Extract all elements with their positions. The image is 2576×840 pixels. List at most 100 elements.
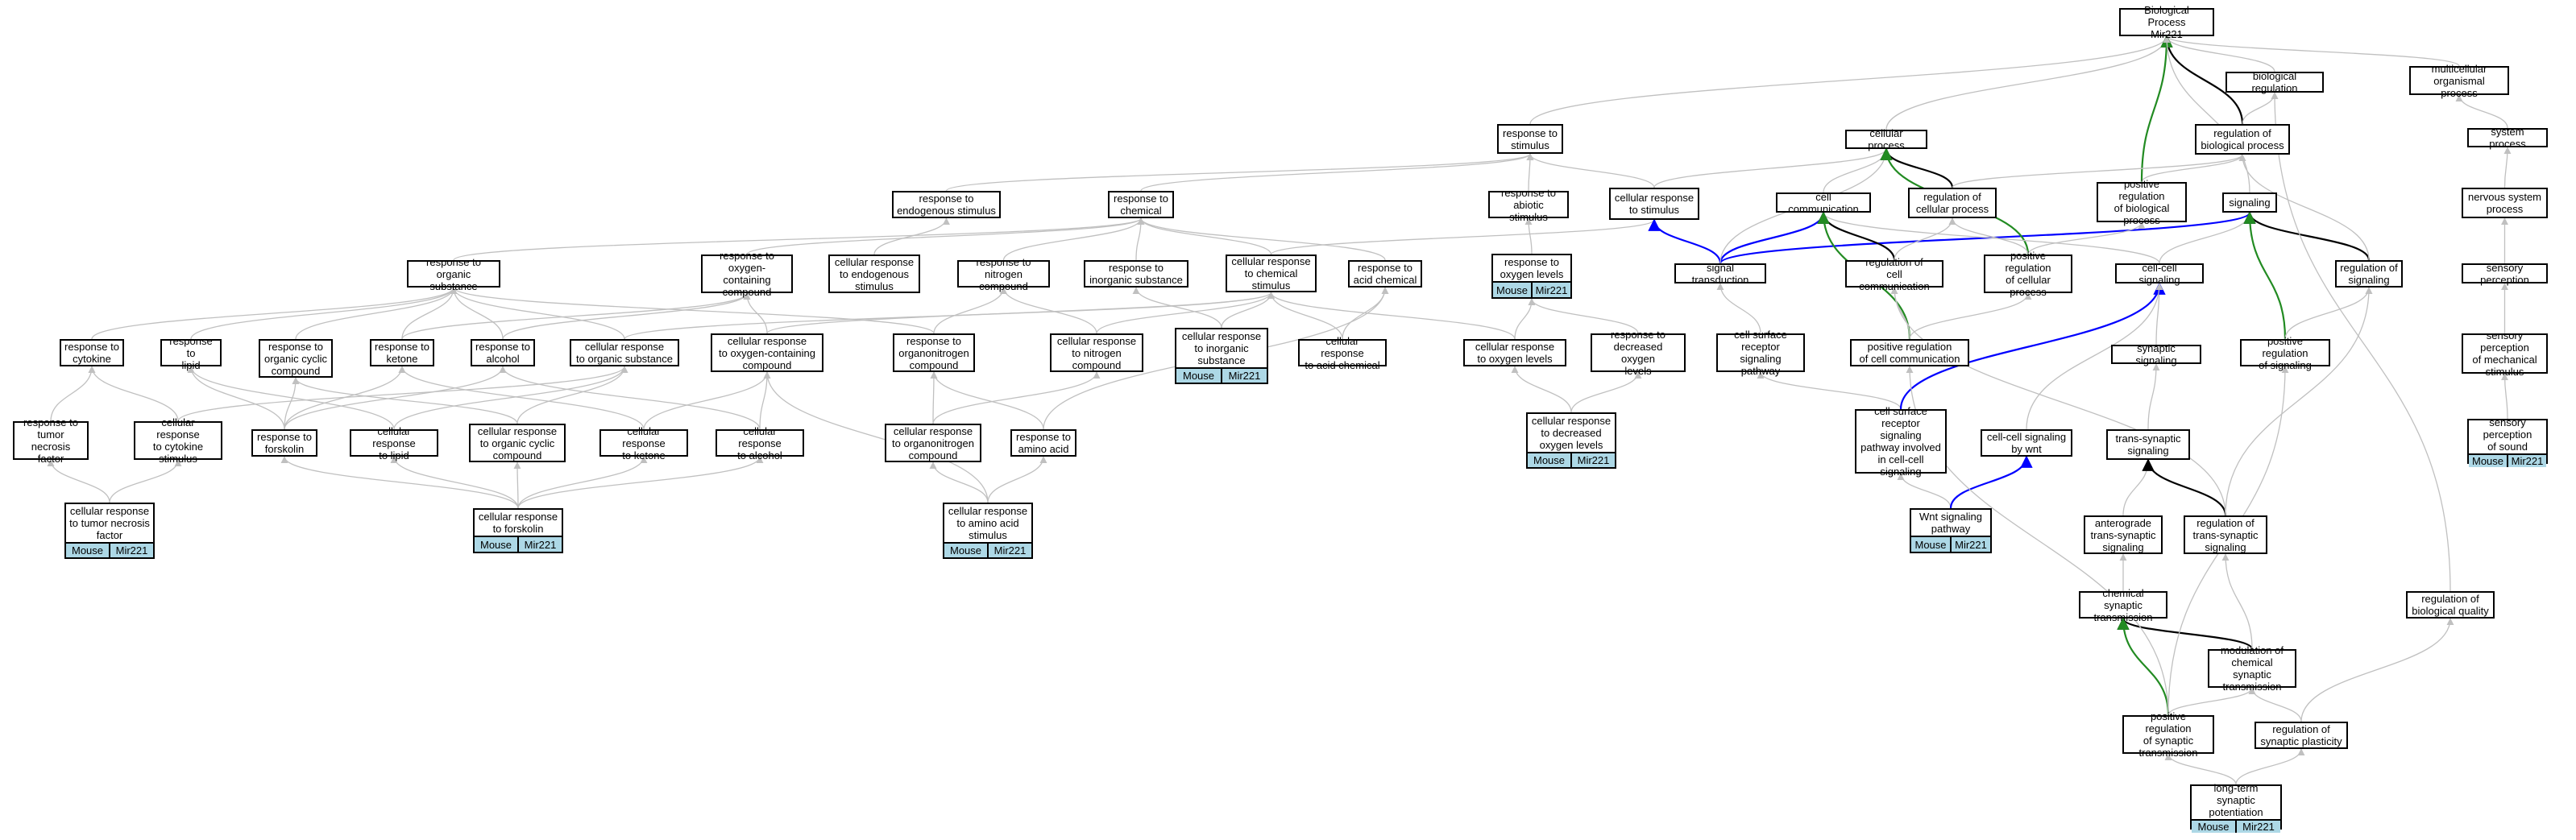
go-term-rtnc[interactable]: response to nitrogen compound [957,256,1050,292]
go-term-rtfor[interactable]: response to forskolin [251,429,317,457]
go-term-crtol[interactable]: cellular response to oxygen levels [1463,339,1566,366]
go-term-crtdol[interactable]: cellular response to decreased oxygen le… [1526,412,1616,469]
go-term-crtcyt[interactable]: cellular response to cytokine stimulus [134,416,222,465]
edge-prst-to-cst [2117,617,2170,716]
edge-prcc-to-prcp [1909,292,2032,340]
go-term-crts[interactable]: cellular response to stimulus [1609,188,1699,220]
edge-crttnf-to-crtcyt [109,459,182,503]
go-term-ccs[interactable]: cell-cell signaling [2115,262,2204,286]
gene-tag: Mir221 [1570,453,1615,467]
go-term-rcp[interactable]: regulation of cellular process [1908,188,1997,218]
gene-tag: Mir221 [109,544,153,557]
gene-tag: Mir221 [1221,369,1267,383]
edge-rtocyc-to-rtos [295,287,458,340]
go-term-prcc[interactable]: positive regulation of cell communicatio… [1850,339,1969,366]
gene-tag: Mir221 [2235,821,2280,833]
edge-rcp-to-cp [1880,147,1954,188]
go-term-rtdol[interactable]: response to decreased oxygen levels [1591,329,1686,377]
go-term-rtas[interactable]: response to abiotic stimulus [1488,187,1569,223]
go-term-crtket[interactable]: cellular response to ketone [599,425,688,461]
go-term-crtes[interactable]: cellular response to endogenous stimulus [828,254,920,293]
go-term-sig[interactable]: signaling [2222,192,2277,213]
go-term-rsp[interactable]: regulation of synaptic plasticity [2255,722,2348,749]
edge-rtocc-to-rtc [746,217,1145,255]
go-term-rtaa[interactable]: response to amino acid [1010,429,1076,457]
go-term-br[interactable]: biological regulation [2225,70,2324,94]
go-term-crtis[interactable]: cellular response to inorganic substance… [1175,328,1268,384]
go-term-sp[interactable]: sensory perception [2462,262,2548,286]
go-term-rtket[interactable]: response to ketone [370,339,434,366]
go-term-crtocc[interactable]: cellular response to oxygen-containing c… [711,333,823,372]
go-term-prcp[interactable]: positive regulation of cellular process [1984,250,2072,298]
go-term-crtaa[interactable]: cellular response to amino acid stimulus… [943,503,1033,559]
go-term-prst[interactable]: positive regulation of synaptic transmis… [2122,710,2214,759]
go-term-ros[interactable]: regulation of signaling [2335,260,2403,288]
edge-ros-to-rbp [2238,154,2370,261]
edge-atss-to-tss [2122,459,2152,516]
edge-rtlip-to-rtos [190,287,458,340]
go-term-rtlip[interactable]: response to lipid [160,335,222,371]
go-term-nsp[interactable]: nervous system process [2462,188,2548,218]
go-term-ccsw[interactable]: cell-cell signaling by wnt [1981,429,2072,457]
go-term-mcst[interactable]: modulation of chemical synaptic transmis… [2208,644,2296,693]
go-term-crtac[interactable]: cellular response to acid chemical [1298,335,1387,371]
go-term-rtocyc[interactable]: response to organic cyclic compound [259,339,333,378]
go-term-pros[interactable]: positive regulation of signaling [2240,335,2330,371]
edge-crtac-to-crtcs [1267,292,1343,340]
go-term-rtos[interactable]: response to organic substance [407,256,500,292]
go-term-rttnf[interactable]: response to tumor necrosis factor [13,416,89,465]
go-term-csrsp[interactable]: cell surface receptor signaling pathway [1716,329,1805,377]
go-term-tss[interactable]: trans-synaptic signaling [2106,429,2190,460]
go-term-rtis[interactable]: response to inorganic substance [1084,260,1188,288]
go-term-sysp[interactable]: system process [2467,126,2548,150]
go-term-csrspcc[interactable]: cell surface receptor signaling pathway … [1855,405,1947,478]
go-term-cp[interactable]: cellular process [1845,127,1927,151]
go-term-cc[interactable]: cell communication [1776,191,1871,215]
edge-rtol-to-rtas [1524,217,1533,254]
edge-crtaa-to-crtocc [763,371,989,503]
go-term-crtocyc[interactable]: cellular response to organic cyclic comp… [469,424,566,462]
edge-crtcyt-to-crtos [177,366,628,422]
edge-st-to-crts [1648,218,1722,264]
go-term-rtss[interactable]: regulation of trans-synaptic signaling [2184,515,2267,554]
go-term-label: sensory perception of sound [2483,416,2532,453]
go-term-cst[interactable]: chemical synaptic transmission [2079,587,2167,623]
edge-crtaa-to-crtonc [929,461,989,503]
go-term-prbp[interactable]: positive regulation of biological proces… [2097,178,2187,226]
edge-crtfor-to-crtlip [390,456,519,509]
go-term-crttnf[interactable]: cellular response to tumor necrosis fact… [64,503,155,559]
edge-prcp-to-prbp [2027,221,2146,255]
go-term-rts[interactable]: response to stimulus [1497,124,1563,154]
go-term-crtlip[interactable]: cellular response to lipid [350,425,438,461]
go-term-rtonc[interactable]: response to organonitrogen compound [893,333,975,372]
gene-tag: Mir221 [1950,537,1990,552]
go-term-mop[interactable]: multicellular organismal process [2409,63,2509,99]
go-term-rbp[interactable]: regulation of biological process [2195,124,2290,155]
go-term-rcc[interactable]: regulation of cell communication [1845,256,1943,292]
go-term-rbq[interactable]: regulation of biological quality [2406,591,2495,619]
go-term-crtonc[interactable]: cellular response to organonitrogen comp… [885,424,981,462]
go-term-st[interactable]: signal transduction [1674,262,1766,286]
go-term-rtocc[interactable]: response to oxygen-containing compound [701,250,793,298]
go-term-crtos[interactable]: cellular response to organic substance [570,339,679,366]
go-term-spms[interactable]: sensory perception of mechanical stimulu… [2462,329,2548,378]
go-term-rtalc[interactable]: response to alcohol [471,339,535,366]
go-term-ss[interactable]: synaptic signaling [2111,342,2201,366]
go-term-rtac[interactable]: response to acid chemical [1348,260,1422,288]
go-term-rtes[interactable]: response to endogenous stimulus [892,191,1001,218]
go-term-label: long-term synaptic potentiation [2209,782,2263,818]
go-term-crtnc[interactable]: cellular response to nitrogen compound [1050,333,1143,372]
go-term-bp[interactable]: Biological Process Mir221 [2119,4,2214,40]
go-term-rtc[interactable]: response to chemical [1108,191,1174,218]
go-term-crtalc[interactable]: cellular response to alcohol [716,425,804,461]
go-term-crtcs[interactable]: cellular response to chemical stimulus [1226,254,1317,292]
go-term-atss[interactable]: anterograde trans-synaptic signaling [2084,515,2163,554]
go-term-rtcyt[interactable]: response to cytokine [60,339,124,366]
